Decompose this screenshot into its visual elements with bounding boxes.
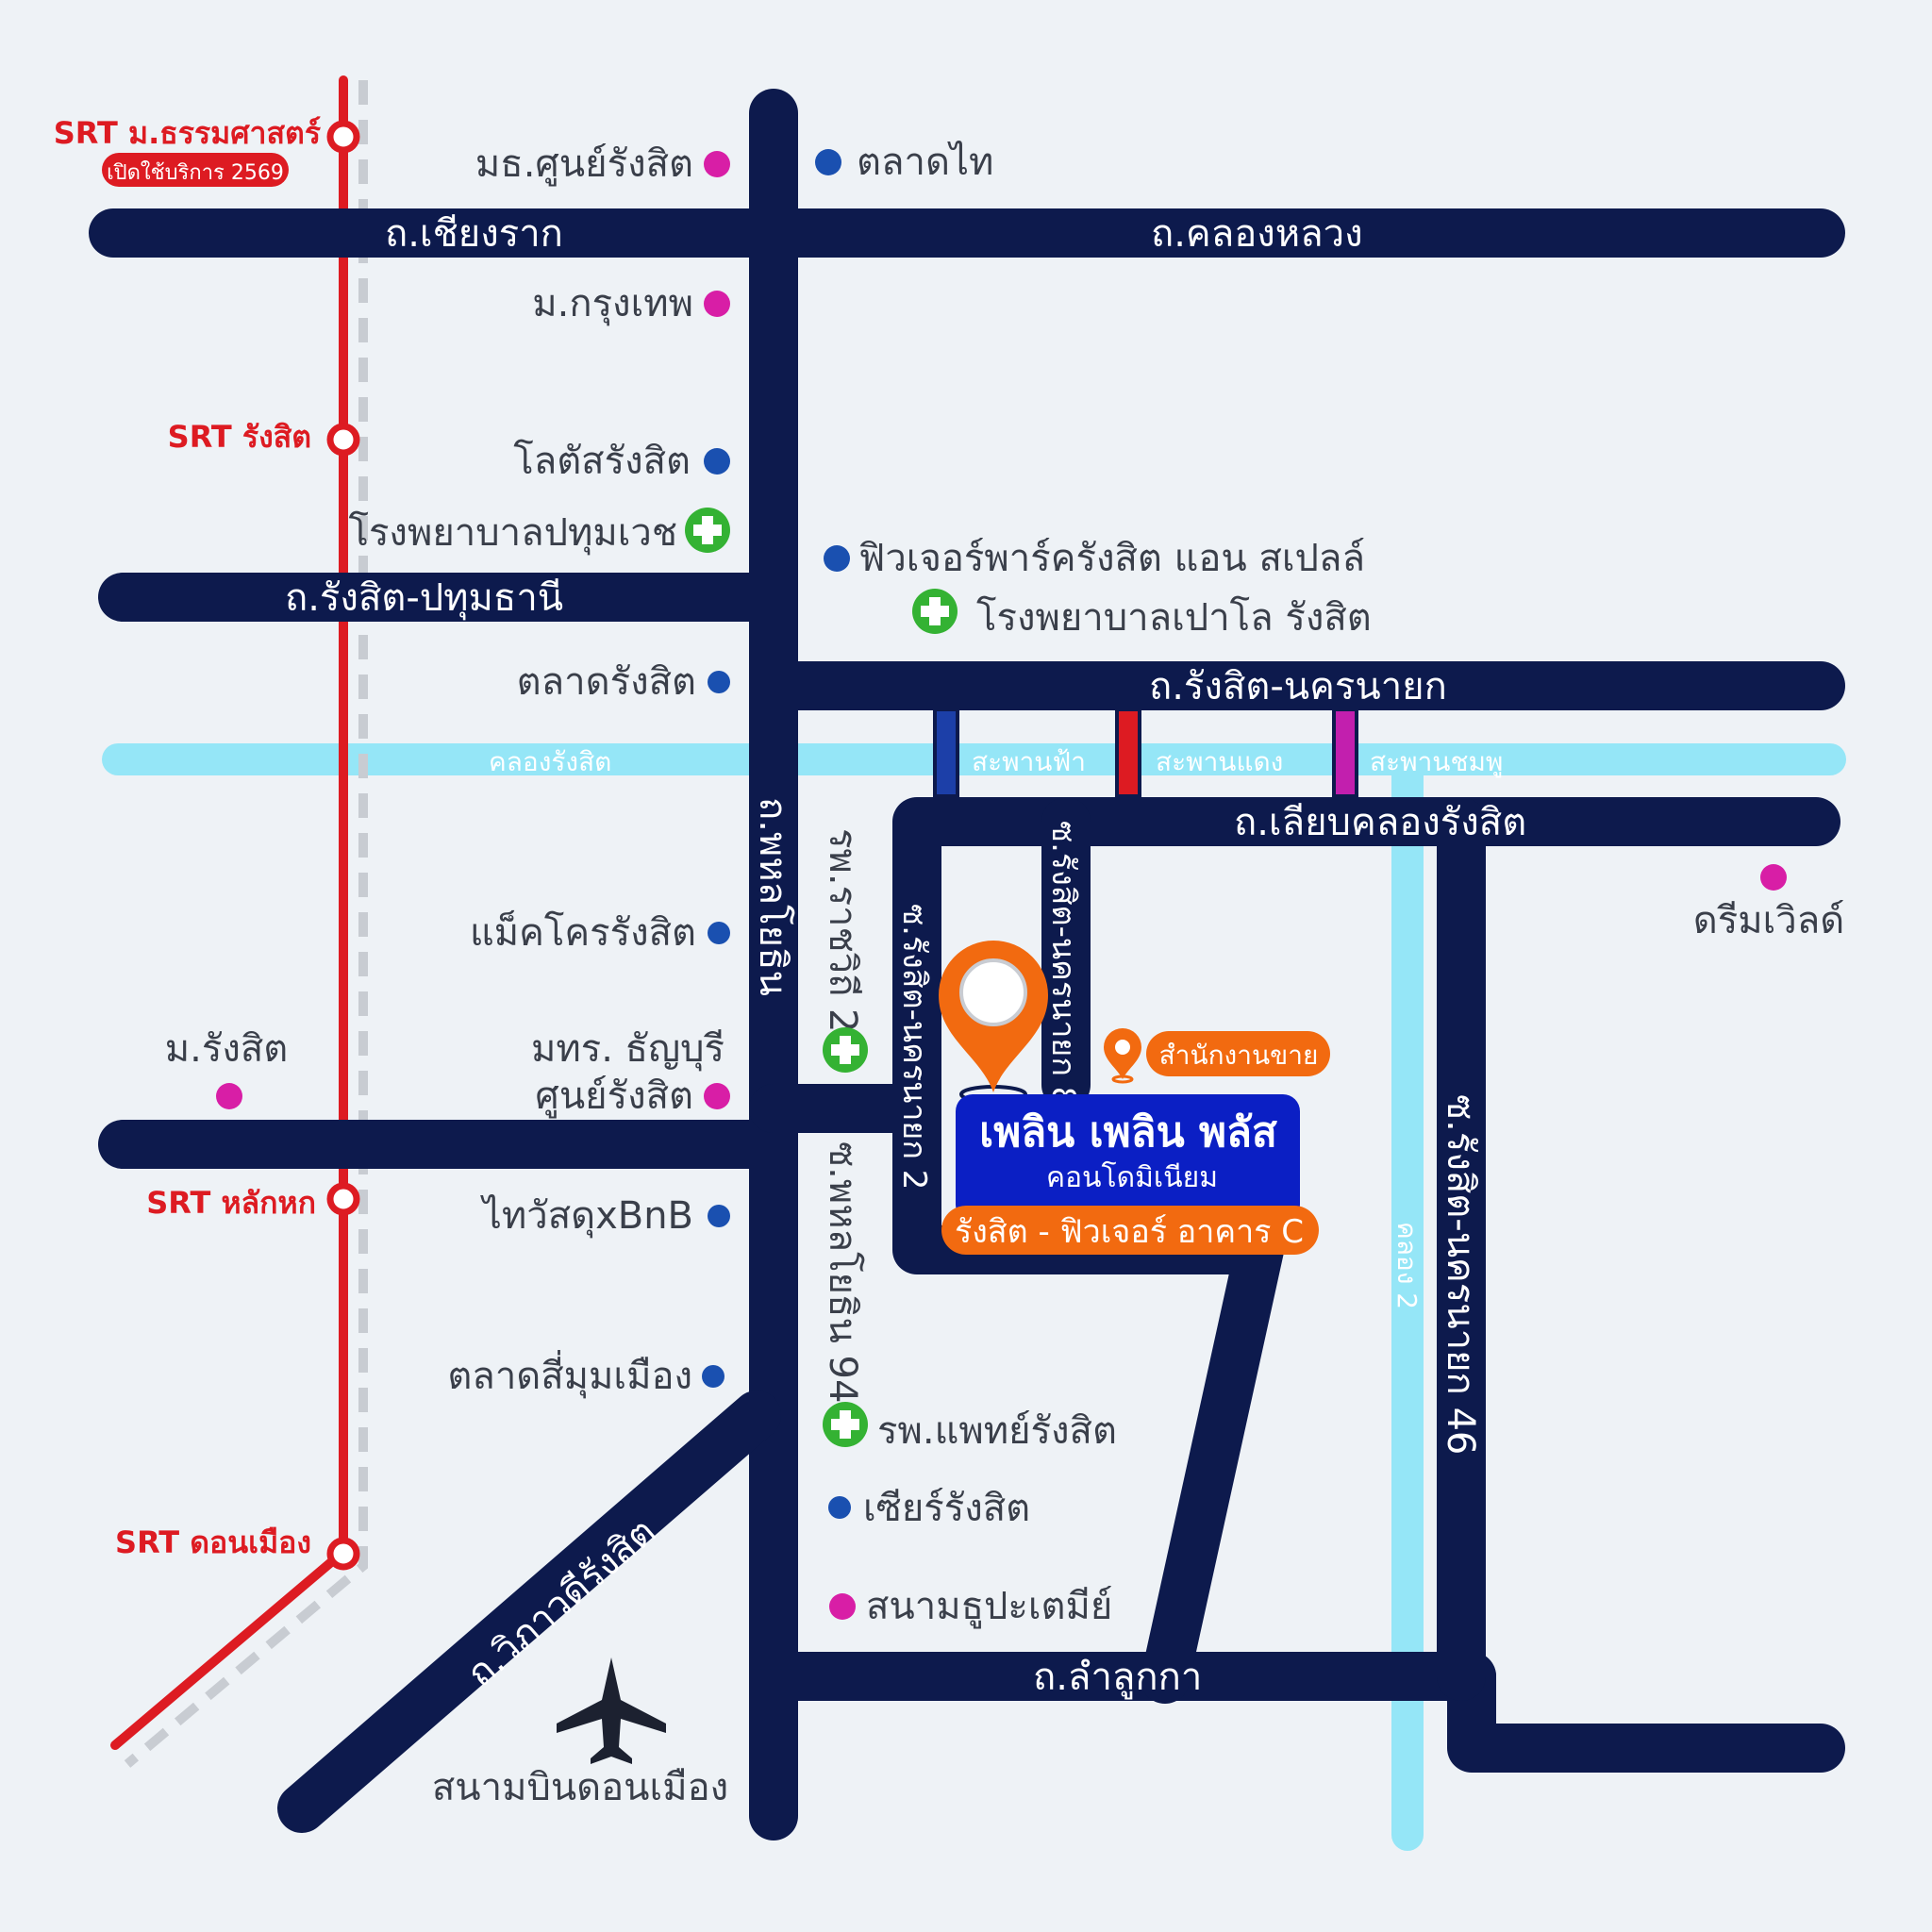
poi-tu-rangsit-dot [704,151,730,177]
poi-dreamworld-dot [1760,864,1787,891]
poi-tu-rangsit: มธ.ศูนย์รังสิต [475,142,693,186]
station-thammasat-marker [326,120,360,154]
roads [89,89,1845,1840]
road-label-lamlukka: ถ.ลำลูกกา [1033,1656,1202,1699]
project-name-box [956,1094,1300,1222]
hospital-icon [823,1027,868,1073]
poi-rmutt-dot [704,1083,730,1109]
road-lamlukka-east [1447,1652,1845,1773]
poi-bangkok-u-dot [704,291,730,317]
poi-makro: แม็คโครรังสิต [470,909,696,955]
poi-bangkok-u: ม.กรุงเทพ [532,282,693,326]
road-label-khlongluang: ถ.คลองหลวง [1151,212,1363,256]
station-laksi-marker [326,1182,360,1216]
station-thammasat-label: SRT ม.ธรรมศาสตร์ [54,115,321,151]
poi-phaet: รพ.แพทย์รังสิต [877,1409,1117,1453]
project-name: เพลิน เพลิน พลัส [979,1108,1277,1157]
station-thammasat-note: เปิดใช้บริการ 2569 [107,160,284,185]
road-label-chiangrak: ถ.เชียงราก [385,212,563,256]
station-thammasat-badge [102,153,289,187]
airplane-icon [557,1657,666,1764]
bridge-sky-mark [933,708,959,798]
project-location-box [941,1206,1319,1255]
poi-lotus-dot [704,448,730,475]
sales-office-pin-icon [1104,1028,1141,1084]
road-label-liap-khlong: ถ.เลียบคลองรังสิต [1234,801,1526,844]
sales-office-label: สำนักงานขาย [1159,1040,1319,1071]
road-label-soi-rn2: ซ.รังสิต-นครนายก 2 [895,904,933,1190]
bridge-red-mark [1115,708,1141,798]
station-donmueang-marker [326,1537,360,1571]
road-label-rangsit-pathum: ถ.รังสิต-ปทุมธานี [285,576,563,621]
canal-khlong2-label: คลอง 2 [1391,1222,1423,1309]
road-vibhavadi [277,1391,781,1833]
bridge-sky-label: สะพานฟ้า [972,746,1086,777]
hospital-icon [685,508,730,553]
poi-simummuang: ตลาดสี่มุมเมือง [447,1350,692,1399]
road-label-phahon94: ซ.พหลโยธิน 94 [821,1141,864,1403]
station-rangsit-marker [326,423,360,457]
road-liap-khlong-loop [892,797,1840,1704]
srt-stations: SRT ม.ธรรมศาสตร์ เปิดใช้บริการ 2569 SRT … [54,115,360,1571]
poi-talad-thai: ตลาดไท [857,141,993,184]
poi-future-park-dot [824,545,850,572]
bridges: สะพานฟ้า สะพานแดง สะพานชมพู [933,708,1503,798]
station-laksi-label: SRT หลักหก [146,1185,316,1221]
poi-talad-thai-dot [815,149,841,175]
project-location: รังสิต - ฟิวเจอร์ อาคาร C [955,1213,1304,1251]
poi-homepro-dot [708,1205,730,1227]
poi-rangsit-u: ม.รังสิต [165,1027,289,1071]
sales-office-badge [1146,1031,1330,1076]
poi-simummuang-dot [702,1365,724,1388]
road-label-rajavithi: รพ.ราชวิถี 2 [821,828,864,1033]
pois-west: มธ.ศูนย์รังสิต ม.กรุงเทพ โลตัสรังสิต โรง… [165,142,730,1399]
poi-paolo: โรงพยาบาลเปาโล รังสิต [976,596,1372,640]
pois-east: ตลาดไท ฟิวเจอร์พาร์ครังสิต แอน สเปลล์ โร… [815,141,1844,1628]
hospital-icon [823,1402,868,1447]
hospital-icon [912,589,958,634]
poi-future-park: ฟิวเจอร์พาร์ครังสิต แอน สเปลล์ [858,537,1365,580]
poi-talad-rangsit: ตลาดรังสิต [517,660,696,704]
poi-airport: สนามบินดอนเมือง [432,1766,728,1809]
poi-thupatemi-dot [829,1593,856,1620]
poi-pathumvech: โรงพยาบาลปทุมเวช [348,511,677,556]
road-label-rangsit-nakhonnayok: ถ.รังสิต-นครนายก [1149,665,1447,708]
poi-dreamworld: ดรีมเวิลด์ [1693,899,1844,942]
poi-homepro: ไทวัสดุxBnB [480,1194,693,1239]
poi-zeer: เซียร์รังสิต [863,1487,1030,1530]
poi-talad-rangsit-dot [708,671,730,693]
road-label-soi-rn8: ซ.รังสิต-นครนายก 8 [1044,821,1082,1107]
project-marker [939,941,1048,1104]
road-label-soi-rn46: ซ.รังสิต-นครนายก 46 [1439,1094,1482,1455]
poi-rangsit-u-dot [216,1083,242,1109]
road-label-phahonyothin: ถ.พหลโยธิน [751,797,794,996]
project-type: คอนโดมิเนียม [1046,1160,1218,1194]
canal-rangsit-label: คลองรังสิต [489,746,611,777]
bridge-pink-label: สะพานชมพู [1370,746,1503,778]
station-rangsit-label: SRT รังสิต [168,419,311,455]
poi-zeer-dot [828,1496,851,1519]
station-donmueang-label: SRT ดอนเมือง [115,1524,311,1560]
poi-makro-dot [708,922,730,944]
bridge-red-label: สะพานแดง [1156,746,1283,777]
poi-lotus: โลตัสรังสิต [513,440,691,483]
bridge-pink-mark [1332,708,1358,798]
poi-rmutt: มทร. ธัญบุรี [531,1027,724,1072]
poi-thupatemi: สนามธูปะเตมีย์ [866,1585,1112,1628]
poi-rmutt-2: ศูนย์รังสิต [535,1074,693,1118]
